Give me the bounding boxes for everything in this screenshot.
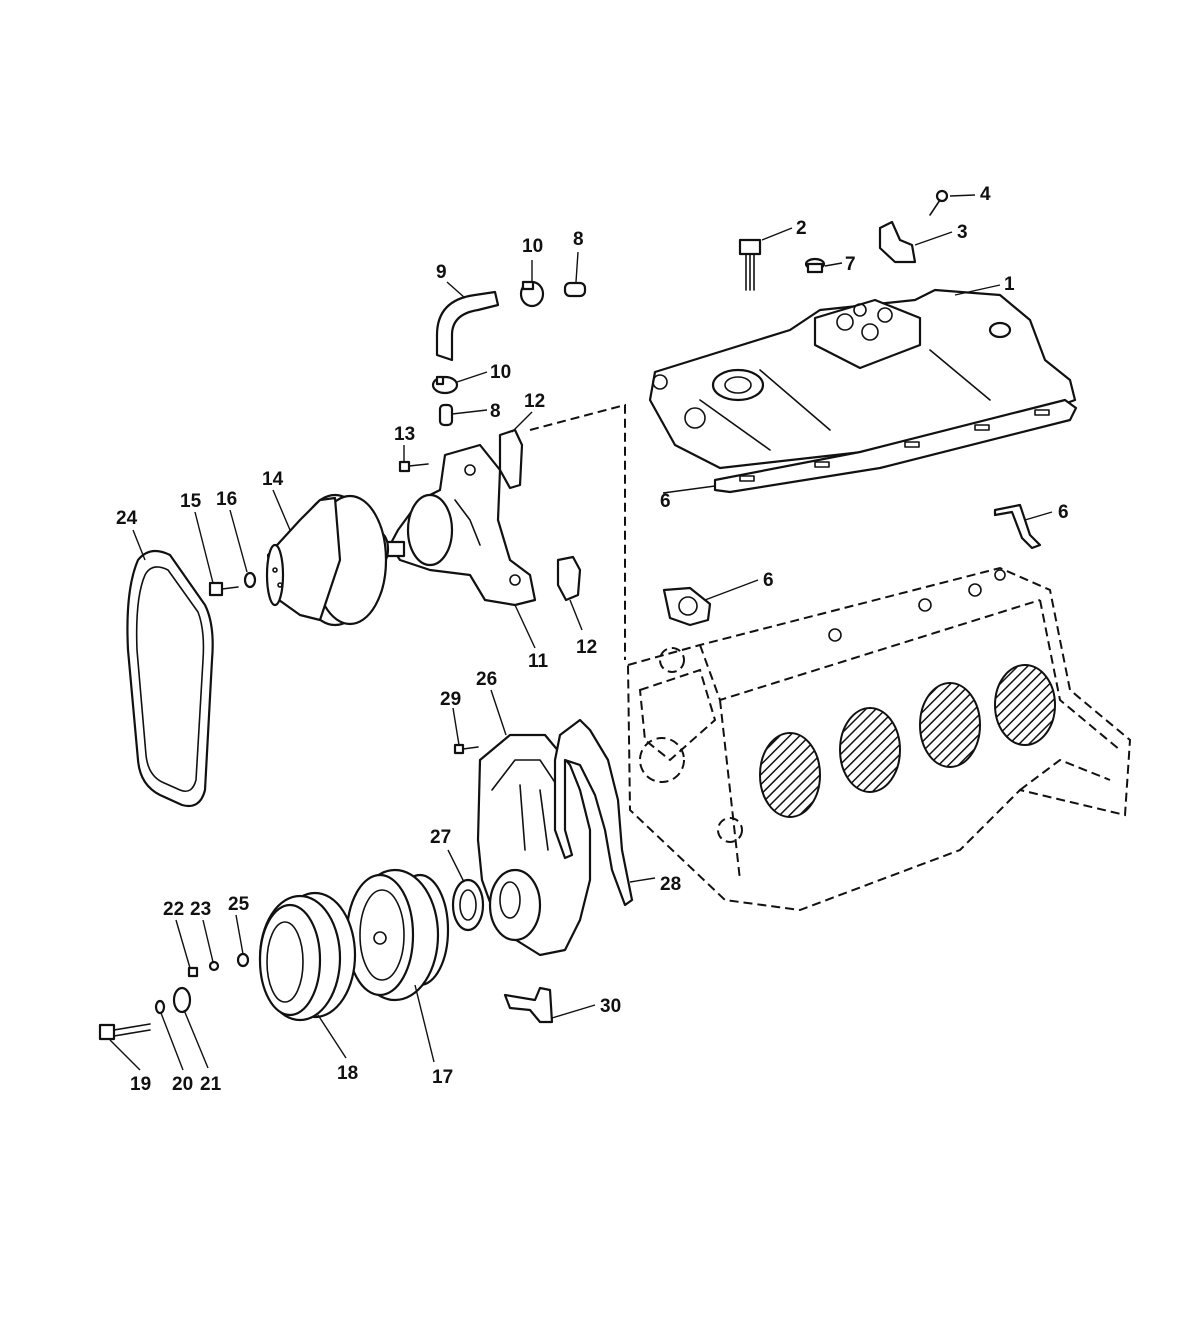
- alignment-line: [529, 403, 626, 660]
- callout-8-upper: 8: [573, 229, 584, 250]
- intake-manifold: [648, 288, 1077, 470]
- callout-8-lower: 8: [490, 401, 501, 422]
- manifold-bracket: [878, 220, 917, 264]
- balancer-washer: [172, 986, 192, 1014]
- leader-lines: [109, 194, 1053, 1071]
- callout-6-outlet-gasket: 6: [763, 570, 774, 591]
- callout-18: 18: [337, 1063, 358, 1084]
- callout-24: 24: [116, 508, 138, 529]
- callout-6-intake-gasket: 6: [660, 491, 671, 512]
- cylinder-bore-2: [839, 707, 901, 793]
- hose-nipple-lower: [438, 403, 454, 427]
- cylinder-bore-4: [994, 664, 1056, 746]
- manifold-bolt: [738, 238, 762, 291]
- lock-washer: [208, 960, 220, 972]
- crankshaft-pulley: [258, 891, 357, 1022]
- callout-27: 27: [430, 827, 451, 848]
- thermostat-housing-gasket: [662, 586, 712, 627]
- hose-clamp-lower: [431, 375, 459, 395]
- callout-16: 16: [216, 489, 237, 510]
- balancer-lock-washer: [154, 999, 166, 1015]
- bypass-hose: [435, 290, 500, 362]
- pulley-washer: [243, 571, 257, 589]
- callout-21: 21: [200, 1074, 222, 1095]
- timing-cover-gasket: [553, 718, 634, 907]
- hose-nipple-upper: [563, 281, 587, 298]
- callout-10-lower: 10: [490, 362, 511, 383]
- callout-26: 26: [476, 669, 497, 690]
- end-seal-gasket: [993, 503, 1042, 550]
- callout-3: 3: [957, 222, 968, 243]
- cylinder-bore-1: [759, 732, 821, 818]
- callout-13: 13: [394, 424, 415, 445]
- crankshaft-seal: [451, 878, 485, 932]
- pulley-bolt: [208, 581, 239, 597]
- callout-10-upper: 10: [522, 236, 543, 257]
- pump-gasket-lower: [556, 555, 582, 602]
- callout-9: 9: [436, 262, 447, 283]
- timing-cover: [476, 733, 592, 957]
- pulley-screw: [187, 966, 199, 978]
- harmonic-balancer: [345, 868, 450, 1002]
- water-pump-pulley: [265, 493, 388, 627]
- callout-19: 19: [130, 1074, 151, 1095]
- callout-30: 30: [600, 996, 621, 1017]
- callout-25: 25: [228, 894, 250, 915]
- bracket-screw: [929, 189, 949, 216]
- pipe-plug: [804, 257, 826, 274]
- balancer-bolt: [98, 1023, 151, 1041]
- timing-cover-screw: [453, 743, 479, 755]
- hose-clamp-upper: [519, 280, 545, 308]
- pulley-nut: [236, 952, 250, 968]
- pump-screw: [398, 460, 429, 473]
- callout-7: 7: [845, 254, 856, 275]
- callout-12-upper: 12: [524, 391, 545, 412]
- callout-6-end-seal: 6: [1058, 502, 1069, 523]
- callout-11: 11: [528, 651, 549, 672]
- callout-22: 22: [163, 899, 184, 920]
- callout-12-lower: 12: [576, 637, 597, 658]
- callout-2: 2: [796, 218, 807, 239]
- timing-pointer-bracket: [503, 986, 554, 1024]
- callout-4: 4: [980, 184, 991, 205]
- intake-gasket: [713, 398, 1078, 494]
- callout-20: 20: [172, 1074, 193, 1095]
- callout-23: 23: [190, 899, 211, 920]
- engine-block: [626, 566, 1132, 912]
- pump-gasket-upper: [498, 428, 524, 490]
- callout-14: 14: [262, 469, 284, 490]
- callout-17: 17: [432, 1067, 453, 1088]
- drive-belt: [126, 549, 214, 808]
- callout-28: 28: [660, 874, 681, 895]
- callout-1: 1: [1004, 274, 1015, 295]
- callout-29: 29: [440, 689, 461, 710]
- cylinder-bore-3: [919, 682, 981, 768]
- callout-labels: 1 2 3 4 6 6 6 7 8 8 9 10 10 11 12 12 13 …: [116, 184, 1069, 1095]
- callout-15: 15: [180, 491, 202, 512]
